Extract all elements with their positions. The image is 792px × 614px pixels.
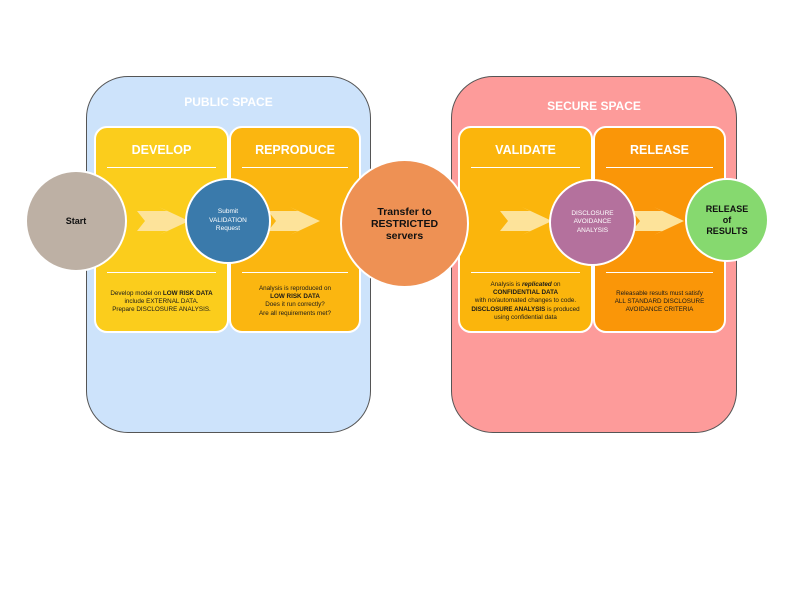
divider (471, 167, 580, 168)
start-node: Start (25, 170, 127, 272)
submit-label: VALIDATION (209, 216, 247, 224)
release-results-label: RESULTS (706, 225, 748, 236)
reproduce-desc-line: Analysis is reproduced on (258, 285, 332, 292)
release-description: Releasable results must satisfy ALL STAN… (597, 290, 722, 315)
disclosure-label: DISCLOSURE (571, 209, 614, 217)
develop-title: DEVELOP (131, 143, 192, 157)
transfer-label: Transfer to (377, 205, 432, 218)
release-title: RELEASE (629, 143, 690, 157)
reproduce-desc-bold: LOW RISK DATA (270, 293, 320, 301)
release-desc-line: Releasable results must satisfy (616, 290, 703, 297)
disclosure-label: ANALYSIS (576, 226, 609, 234)
reproduce-desc-line: Does it run correctly? (265, 301, 325, 309)
right-arrow-icon (137, 207, 189, 235)
divider (242, 272, 348, 273)
divider (107, 272, 216, 273)
validate-desc-bold: CONFIDENTIAL DATA (492, 289, 559, 297)
validate-desc-text: is produced (545, 305, 580, 313)
right-arrow-icon (500, 207, 552, 235)
reproduce-title: REPRODUCE (255, 143, 335, 157)
release-desc-line: AVOIDANCE CRITERIA (625, 306, 694, 314)
divider (107, 167, 216, 168)
validate-description: Analysis is replicated on CONFIDENTIAL D… (462, 281, 589, 322)
validate-desc-line: with no/automated changes to code. (474, 297, 577, 305)
start-label: Start (65, 216, 87, 226)
develop-desc-text: Develop model on (110, 290, 163, 297)
submit-label: Submit (217, 208, 239, 216)
disclosure-label: AVOIDANCE (573, 218, 612, 226)
divider (606, 167, 713, 168)
validate-desc-text: Analysis is (490, 281, 522, 288)
develop-desc-bold: LOW RISK DATA (162, 290, 213, 297)
validate-desc-bold: DISCLOSURE ANALYSIS (471, 305, 546, 313)
submit-label: Request (215, 225, 241, 233)
validate-desc-emph: replicated (521, 281, 552, 288)
transfer-label: servers (385, 229, 424, 242)
right-arrow-icon (268, 207, 320, 235)
transfer-label: RESTRICTED (370, 217, 439, 230)
reproduce-desc-line: Are all requirements met? (258, 309, 332, 317)
divider (242, 167, 348, 168)
release-results-label: RELEASE (705, 203, 749, 214)
release-results-node: RELEASE of RESULTS (685, 178, 769, 262)
develop-desc-line: Prepare DISCLOSURE ANALYSIS. (112, 306, 211, 314)
divider (606, 272, 713, 273)
release-desc-line: ALL STANDARD DISCLOSURE (614, 298, 705, 306)
right-arrow-icon (632, 207, 684, 235)
validate-desc-text: on (551, 281, 561, 288)
reproduce-description: Analysis is reproduced on LOW RISK DATA … (235, 285, 355, 318)
secure-space-title: SECURE SPACE (547, 99, 641, 113)
validate-title: VALIDATE (495, 143, 556, 157)
develop-desc-line: include EXTERNAL DATA. (124, 298, 199, 306)
public-space-title: PUBLIC SPACE (184, 95, 273, 109)
divider (471, 272, 580, 273)
validate-desc-line: using confidential data (494, 313, 557, 321)
disclosure-analysis-node: DISCLOSURE AVOIDANCE ANALYSIS (549, 179, 636, 266)
submit-validation-node: Submit VALIDATION Request (185, 178, 271, 264)
transfer-node: Transfer to RESTRICTED servers (340, 159, 469, 288)
develop-description: Develop model on LOW RISK DATA include E… (100, 290, 223, 315)
release-results-label: of (722, 214, 732, 225)
